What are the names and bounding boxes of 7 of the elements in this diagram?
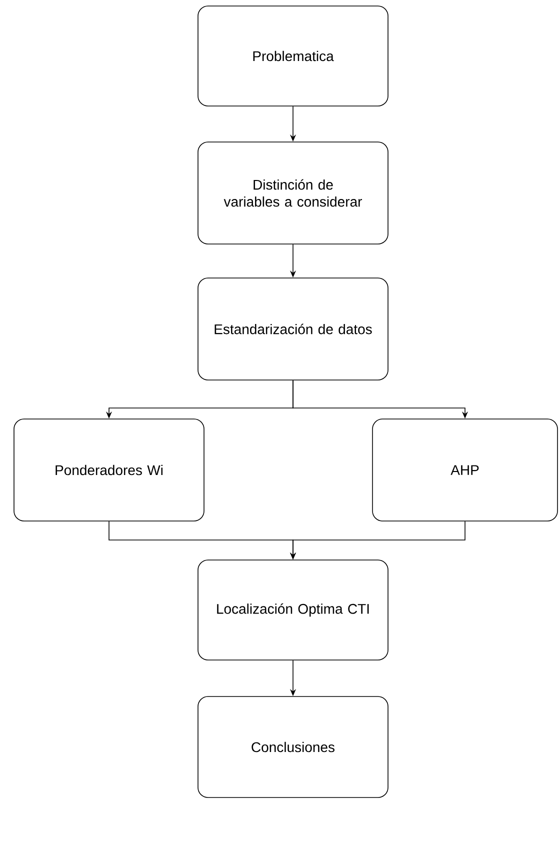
process-box: Distinción de variables a considerar (198, 142, 388, 244)
process-box: Problematica (198, 6, 388, 106)
process-box: Localización Optima CTI (198, 560, 388, 660)
process-box: Ponderadores Wi (14, 418, 204, 522)
process-box: Estandarización de datos (198, 278, 388, 380)
process-box: AHP (372, 418, 558, 522)
process-box: Conclusiones (198, 696, 388, 798)
